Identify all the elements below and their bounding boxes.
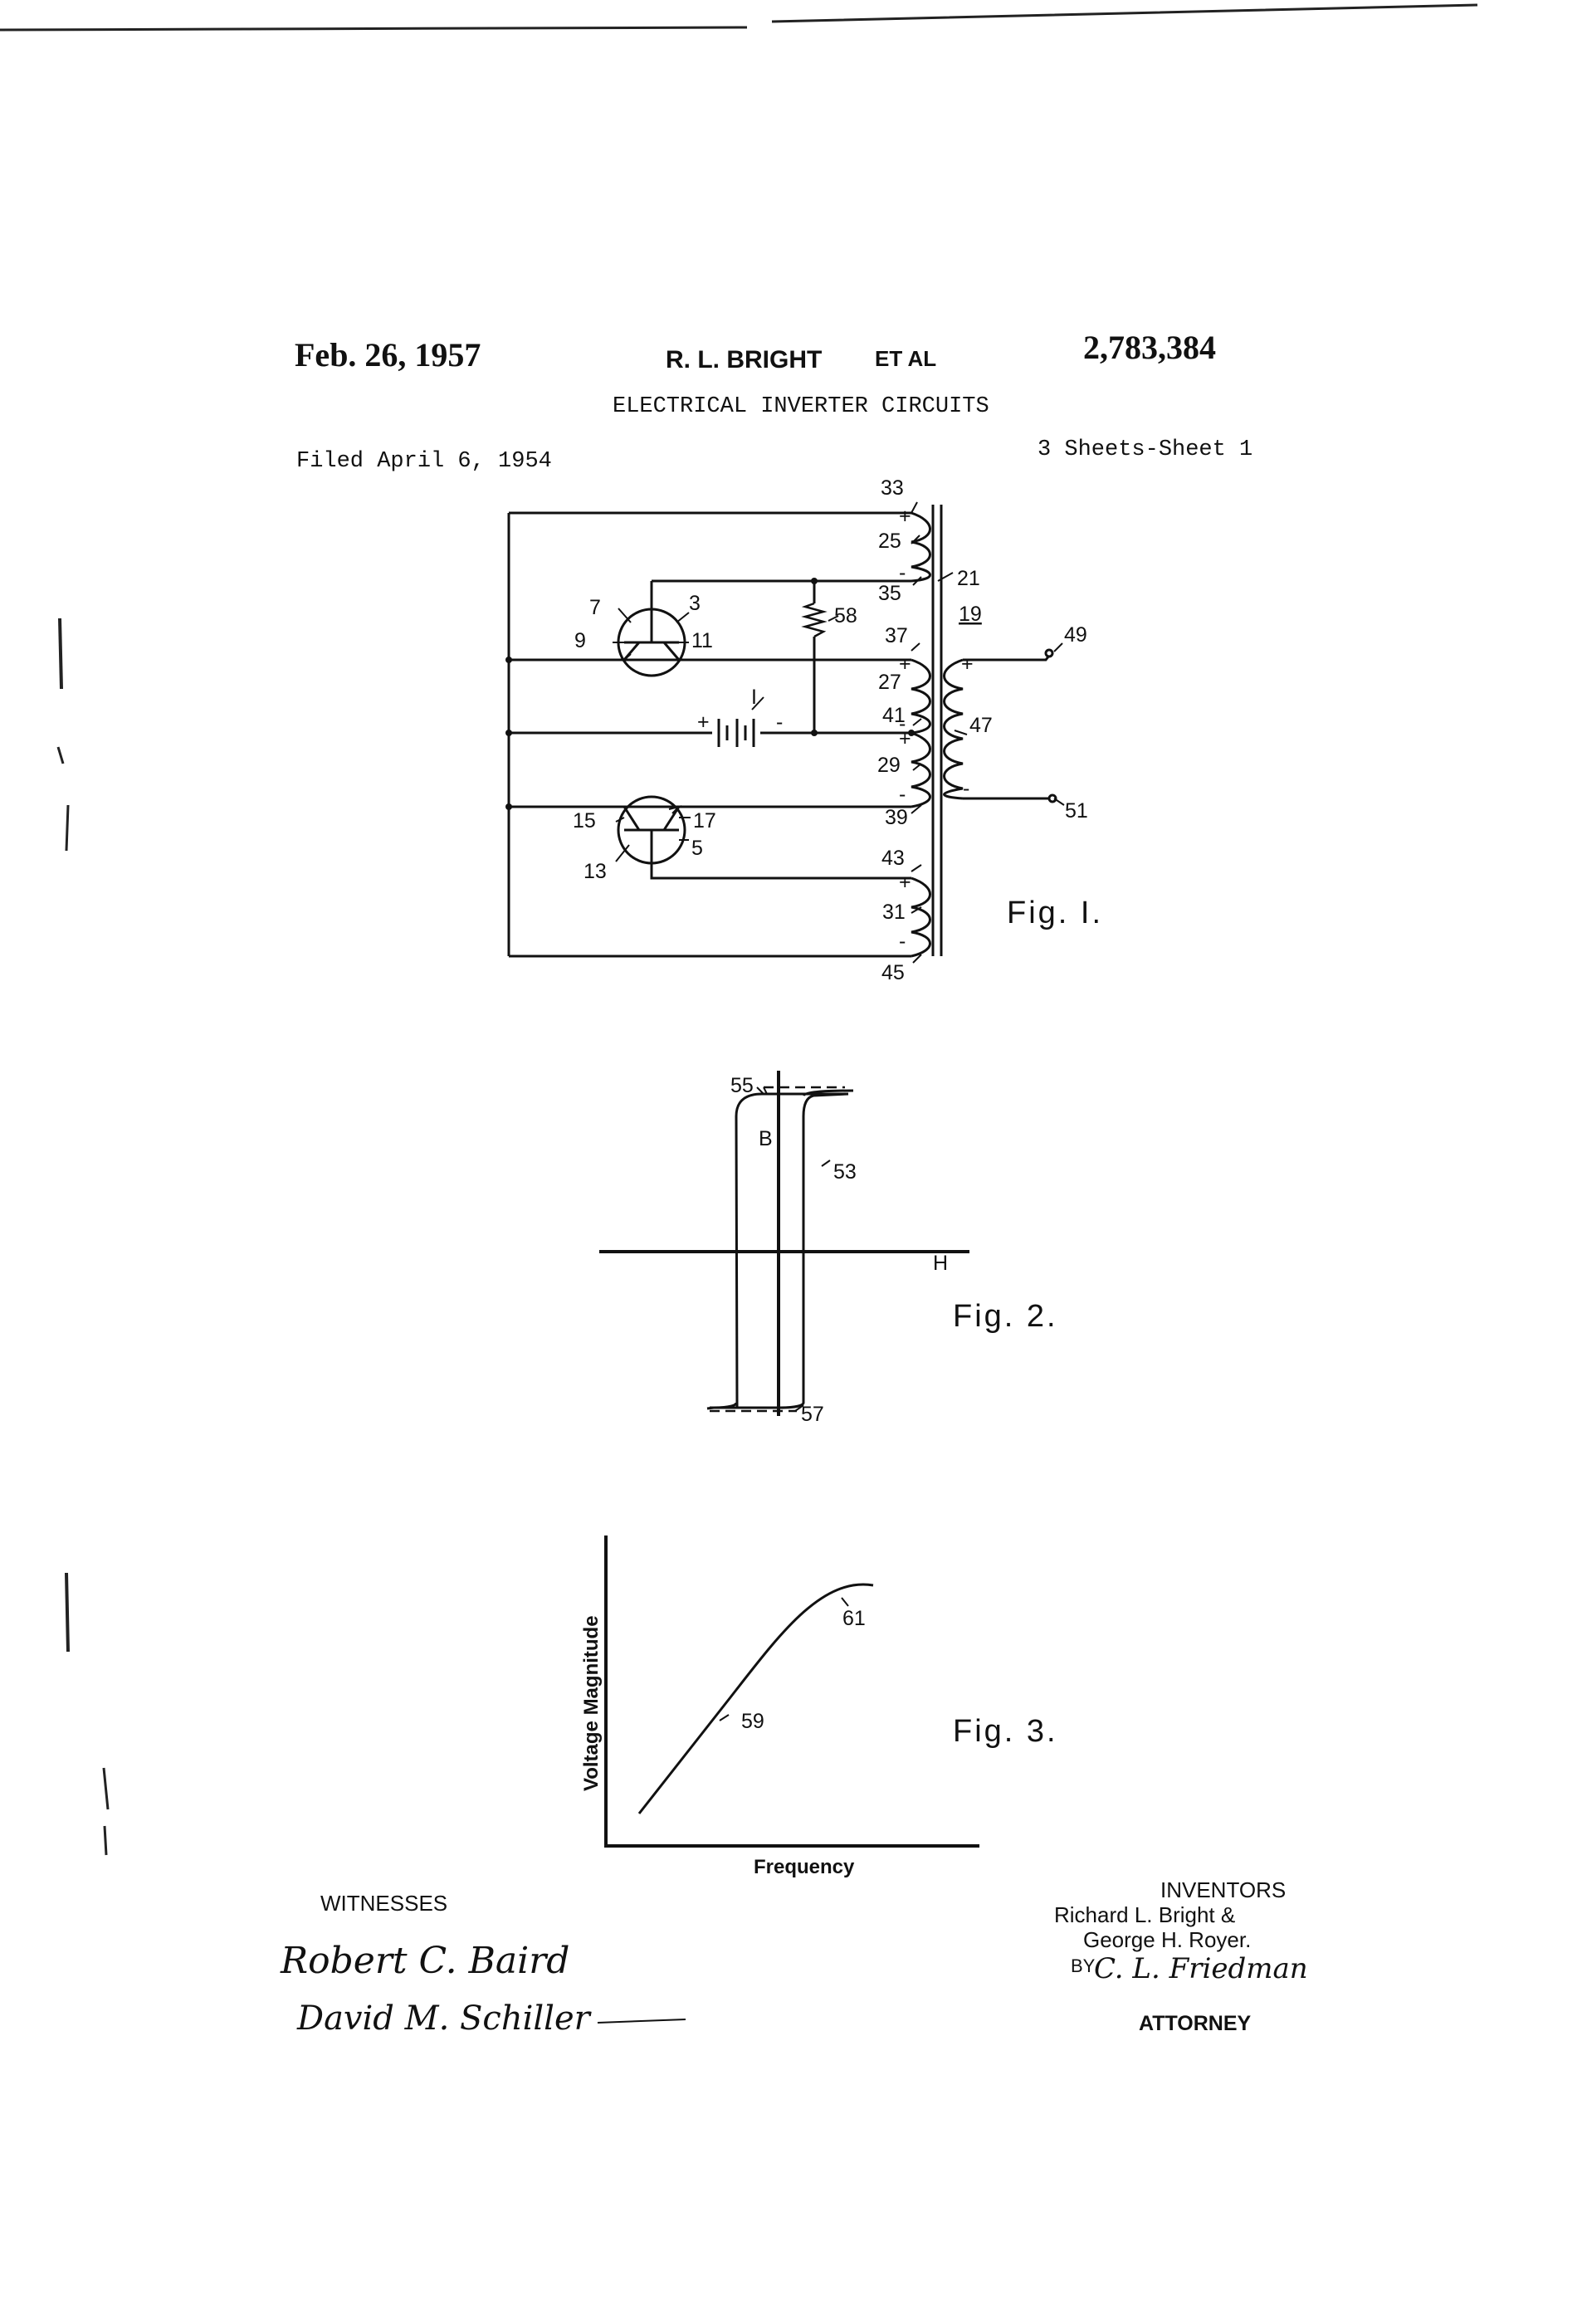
winding-25: [911, 511, 931, 583]
ref-H: H: [933, 1252, 948, 1275]
fig3-label: Fig. 3.: [953, 1714, 1058, 1749]
by-label: BY: [1071, 1955, 1096, 1976]
winding-31: [911, 876, 931, 958]
ref-25: 25: [878, 530, 901, 553]
fig1-circuit: [505, 501, 1065, 964]
svg-text:-: -: [963, 777, 969, 800]
svg-text:+: +: [899, 871, 911, 894]
filed-date: Filed April 6, 1954: [296, 449, 552, 474]
inventor-short: R. L. BRIGHT: [666, 346, 822, 374]
ref-13: 13: [583, 860, 607, 883]
ref-3: 3: [689, 592, 701, 615]
winding-29: [911, 731, 931, 808]
battery-1: [717, 719, 755, 747]
svg-text:-: -: [899, 783, 906, 806]
ref-55: 55: [730, 1074, 754, 1097]
witness-2-signature: David M. Schiller: [296, 1999, 593, 2038]
patent-title: ELECTRICAL INVERTER CIRCUITS: [613, 394, 989, 419]
fig3-curve: [637, 1583, 874, 1814]
transistor-top: [509, 608, 707, 677]
sheet-count: 3 Sheets-Sheet 1: [1038, 437, 1252, 462]
output-wire-49: [963, 651, 1054, 662]
ref-58: 58: [834, 604, 857, 627]
wire-5: [650, 847, 911, 880]
ref-15: 15: [573, 809, 596, 832]
ref-21: 21: [957, 567, 980, 590]
ref-1: I: [751, 686, 757, 709]
ref-37: 37: [885, 624, 908, 647]
scan-artifacts: [0, 3, 1478, 1856]
svg-text:-: -: [776, 710, 783, 734]
fig3-plot: [604, 1536, 979, 1848]
resistor-58: [801, 602, 828, 638]
ref-47: 47: [969, 714, 993, 737]
inventors-block: INVENTORS Richard L. Bright & George H. …: [1054, 1877, 1308, 2035]
et-al: ET AL: [875, 346, 936, 371]
ref-45: 45: [881, 961, 905, 984]
transformer-core: [931, 505, 943, 956]
fig1-reference-numerals: 33 25 35 21 19 7 3 58 9 11 37 49 27 I 41…: [573, 476, 1088, 984]
inventor-1: Richard L. Bright &: [1054, 1902, 1235, 1927]
svg-text:-: -: [899, 561, 906, 584]
ref-53: 53: [833, 1160, 857, 1184]
ref-61: 61: [842, 1607, 866, 1630]
ref-59: 59: [741, 1710, 764, 1733]
inventor-2: George H. Royer.: [1083, 1927, 1251, 1952]
winding-27: [911, 658, 931, 735]
ref-9: 9: [574, 629, 586, 652]
svg-text:-: -: [899, 712, 906, 735]
attorney-signature: C. L. Friedman: [1094, 1952, 1308, 1985]
ref-7: 7: [589, 596, 601, 619]
witnesses-block: WITNESSES Robert C. Baird David M. Schil…: [280, 1891, 686, 2038]
winding-47: [943, 658, 964, 800]
ref-5: 5: [691, 837, 703, 860]
fig1-label: Fig. I.: [1007, 896, 1103, 930]
transistor-bottom: [617, 795, 686, 865]
svg-text:+: +: [899, 727, 911, 750]
ref-B: B: [759, 1127, 773, 1150]
svg-text:+: +: [961, 652, 974, 676]
patent-date: Feb. 26, 1957: [295, 336, 481, 374]
svg-text:+: +: [899, 652, 911, 676]
fig3-xlabel: Frequency: [754, 1856, 855, 1878]
hysteresis-loop-53: [706, 1089, 854, 1410]
ref-57: 57: [801, 1403, 824, 1426]
patent-number: 2,783,384: [1083, 329, 1216, 366]
fig2-label: Fig. 2.: [953, 1299, 1058, 1334]
ref-49: 49: [1064, 623, 1087, 647]
ref-41: 41: [882, 704, 906, 727]
ref-27: 27: [878, 671, 901, 694]
witnesses-heading: WITNESSES: [320, 1891, 447, 1916]
ref-51: 51: [1065, 799, 1088, 823]
ref-11: 11: [691, 629, 713, 652]
attorney-heading: ATTORNEY: [1139, 2012, 1252, 2035]
svg-text:+: +: [697, 710, 710, 734]
ref-29: 29: [877, 754, 901, 777]
fig3-ylabel: Voltage Magnitude: [580, 1615, 603, 1791]
ref-33: 33: [881, 476, 904, 500]
svg-text:-: -: [899, 930, 906, 953]
ref-43: 43: [881, 847, 905, 870]
inventors-heading: INVENTORS: [1160, 1877, 1286, 1902]
ref-31: 31: [882, 901, 906, 924]
fig2-reference-numerals: 55 B 53 H 57: [730, 1074, 948, 1426]
fig2-hysteresis: [599, 1071, 969, 1416]
svg-text:+: +: [899, 505, 911, 528]
witness-1-signature: Robert C. Baird: [280, 1940, 569, 1982]
ref-35: 35: [878, 582, 901, 605]
fig1-polarity-signs: + - + - + - + - + - + -: [697, 505, 974, 953]
ref-19: 19: [959, 603, 982, 626]
patent-header: Feb. 26, 1957 R. L. BRIGHT ET AL 2,783,3…: [295, 329, 1252, 474]
ref-17: 17: [693, 809, 716, 832]
ref-39: 39: [885, 806, 908, 829]
